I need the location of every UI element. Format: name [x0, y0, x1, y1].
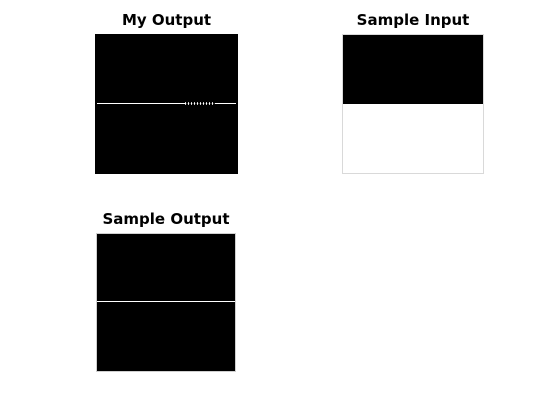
my-output-image	[95, 34, 238, 174]
my-output-title: My Output	[121, 11, 212, 29]
my-output-edge-noise	[185, 102, 215, 105]
sample-output-title: Sample Output	[102, 210, 230, 228]
my-output-edge-line	[97, 103, 236, 104]
sample-input-image	[342, 34, 484, 174]
sample-output-image	[96, 233, 236, 372]
sample-output-frame	[96, 233, 236, 372]
sample-output-edge-line	[96, 301, 236, 302]
sample-input-black-region	[342, 34, 484, 104]
sample-input-title: Sample Input	[356, 11, 470, 29]
